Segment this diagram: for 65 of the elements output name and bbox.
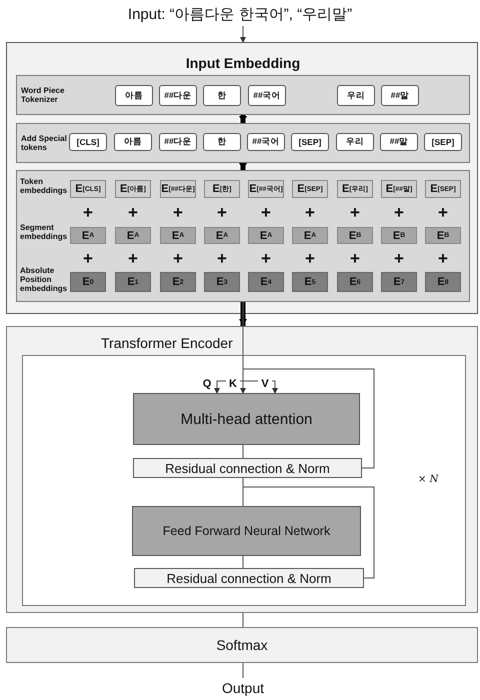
encoder-layer-box xyxy=(22,355,466,606)
plus-sign: + xyxy=(82,250,94,268)
block-arrow xyxy=(239,163,247,170)
input-text: Input: “아름다운 한국어”, “우리말” xyxy=(90,2,390,26)
plus-sign: + xyxy=(260,204,272,222)
stage-band xyxy=(16,123,470,163)
token-box: ##말 xyxy=(381,85,419,106)
token-box: 아름 xyxy=(115,85,153,106)
feed-forward-box: Feed Forward Neural Network xyxy=(132,506,361,556)
panel-title: Transformer Encoder xyxy=(101,335,234,352)
token-box: ##말 xyxy=(380,133,418,151)
token-box: [SEP] xyxy=(424,133,462,151)
embedding-band xyxy=(16,170,470,302)
block-arrow xyxy=(239,115,247,123)
plus-sign: + xyxy=(127,250,139,268)
token-box: 우리 xyxy=(336,133,374,151)
encoder-panel xyxy=(6,326,478,613)
softmax-box: Softmax xyxy=(6,627,478,663)
plus-sign: + xyxy=(216,204,228,222)
token-box: [CLS] xyxy=(69,133,107,151)
output-text: Output xyxy=(193,678,293,698)
edge-label: Q xyxy=(200,378,214,390)
plus-sign: + xyxy=(393,250,405,268)
plus-sign: + xyxy=(82,204,94,222)
plus-sign: + xyxy=(349,250,361,268)
repeat-label: × N xyxy=(418,474,438,485)
token-box: 우리 xyxy=(337,85,375,106)
edge-label: K xyxy=(226,378,240,390)
attention-box: Multi-head attention xyxy=(133,393,360,445)
arrow xyxy=(240,26,246,43)
plus-sign: + xyxy=(127,204,139,222)
token-box: 한 xyxy=(203,85,241,106)
panel-title: Input Embedding xyxy=(184,55,302,72)
token-box: ##다운 xyxy=(159,85,197,106)
norm-box: Residual connection & Norm xyxy=(133,458,362,478)
token-box: ##국어 xyxy=(247,133,285,151)
plus-sign: + xyxy=(437,204,449,222)
norm-box: Residual connection & Norm xyxy=(134,568,364,588)
token-box: ##국어 xyxy=(248,85,286,106)
connector-line xyxy=(242,478,374,578)
plus-sign: + xyxy=(260,250,272,268)
row-label: Absolute Position embeddings xyxy=(20,266,68,294)
plus-sign: + xyxy=(304,204,316,222)
token-box: ##다운 xyxy=(159,133,197,151)
connector-line xyxy=(242,612,244,628)
stage-band xyxy=(16,75,470,115)
connector-line xyxy=(242,556,244,568)
plus-sign: + xyxy=(437,250,449,268)
row-label: Segment embeddings xyxy=(20,223,68,242)
row-label: Word Piece Tokenizer xyxy=(21,86,66,104)
edge-label: V xyxy=(258,378,272,390)
token-box: [SEP] xyxy=(291,133,329,151)
token-box: 한 xyxy=(203,133,241,151)
connector-line xyxy=(242,662,244,678)
plus-sign: + xyxy=(349,204,361,222)
block-arrow xyxy=(239,302,247,326)
plus-sign: + xyxy=(172,250,184,268)
embedding-panel xyxy=(6,42,478,314)
plus-sign: + xyxy=(172,204,184,222)
row-label: Token embeddings xyxy=(20,177,68,196)
token-box: 아름 xyxy=(114,133,152,151)
plus-sign: + xyxy=(393,204,405,222)
plus-sign: + xyxy=(216,250,228,268)
plus-sign: + xyxy=(304,250,316,268)
connector-line xyxy=(242,444,244,458)
